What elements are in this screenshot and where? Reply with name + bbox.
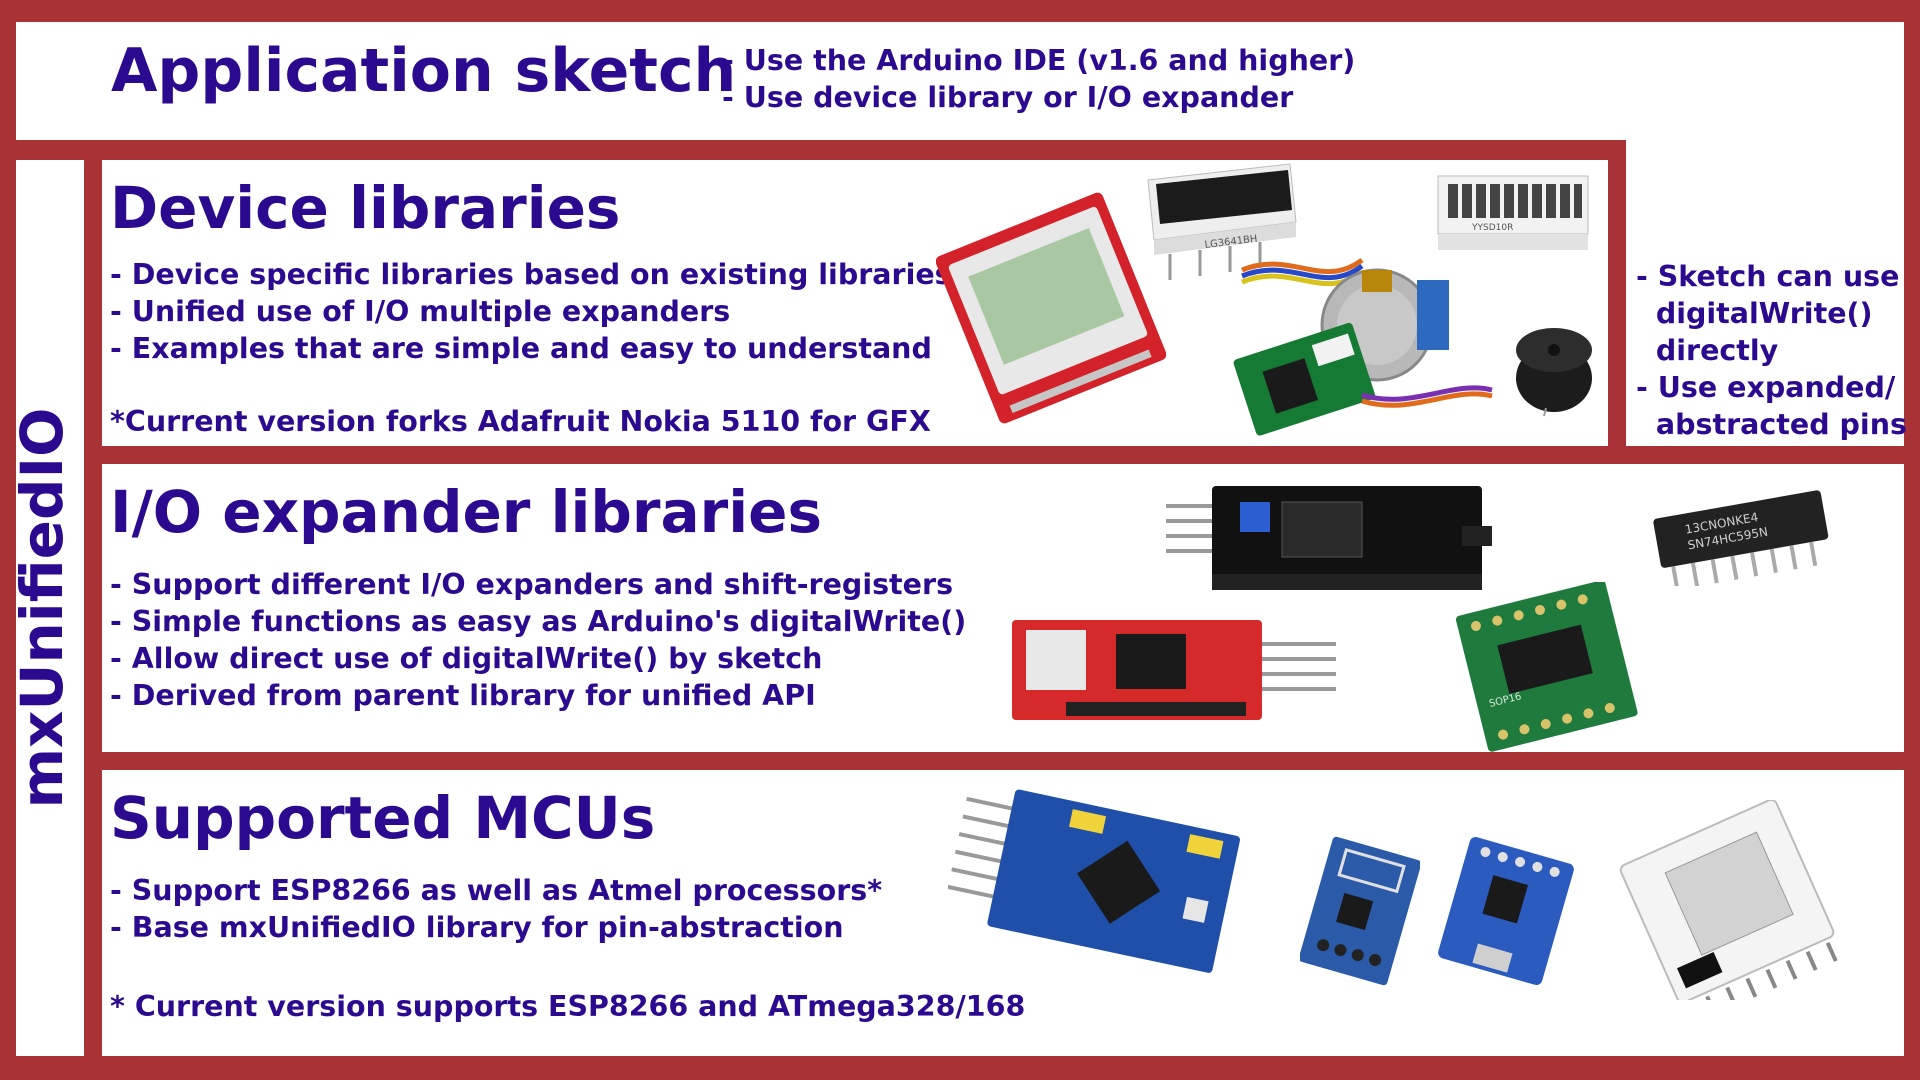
list-item: - Support different I/O expanders and sh… bbox=[110, 568, 954, 601]
list-item: directly bbox=[1636, 334, 1779, 367]
application-sketch-panel: Application sketch - Use the Arduino IDE… bbox=[16, 22, 1904, 140]
list-item: - Device specific libraries based on exi… bbox=[110, 258, 967, 291]
device-libraries-points: - Device specific libraries based on exi… bbox=[110, 256, 967, 367]
list-item: - Unified use of I/O multiple expanders bbox=[110, 295, 731, 328]
list-item: - Use device library or I/O expander bbox=[722, 81, 1294, 114]
bar-graph-part-label: YYSD10R bbox=[1471, 223, 1513, 233]
green-sop-board-image: SOP16 bbox=[1455, 582, 1638, 752]
supported-mcus-points: - Support ESP8266 as well as Atmel proce… bbox=[110, 872, 882, 946]
list-item: digitalWrite() bbox=[1636, 297, 1873, 330]
application-sketch-title: Application sketch bbox=[111, 36, 737, 106]
device-libraries-panel: Device libraries - Device specific libra… bbox=[102, 160, 1608, 446]
list-item: - Use the Arduino IDE (v1.6 and higher) bbox=[722, 44, 1356, 77]
side-note-panel: - Sketch can use digitalWrite() directly… bbox=[1626, 140, 1907, 446]
mxunifiedio-column bbox=[16, 160, 84, 1056]
list-item: - Examples that are simple and easy to u… bbox=[110, 332, 932, 365]
io-expander-title: I/O expander libraries bbox=[110, 478, 822, 546]
list-item: - Sketch can use bbox=[1636, 260, 1900, 293]
seven-segment-display-image: LG3641BH bbox=[1147, 163, 1297, 280]
list-item: - Use expanded/ bbox=[1636, 371, 1896, 404]
side-note-lines: - Sketch can use digitalWrite() directly… bbox=[1636, 258, 1907, 443]
list-item: - Simple functions as easy as Arduino's … bbox=[110, 605, 967, 638]
device-libraries-note: *Current version forks Adafruit Nokia 51… bbox=[110, 405, 931, 438]
device-libraries-title: Device libraries bbox=[110, 174, 621, 242]
io-expander-points: - Support different I/O expanders and sh… bbox=[110, 566, 966, 714]
io-expander-panel: I/O expander libraries - Support differe… bbox=[102, 464, 1904, 752]
stepper-motor-image bbox=[1233, 257, 1493, 436]
nokia-lcd-image bbox=[936, 192, 1166, 424]
list-item: abstracted pins bbox=[1636, 408, 1907, 441]
list-item: - Support ESP8266 as well as Atmel proce… bbox=[110, 874, 883, 907]
shift-register-ic-image: 13CNONKE4 SN74HC595N bbox=[1653, 490, 1829, 586]
supported-mcus-title: Supported MCUs bbox=[110, 784, 656, 852]
buzzer-image bbox=[1516, 328, 1592, 417]
digispark-board-image bbox=[1438, 836, 1574, 986]
list-item: - Base mxUnifiedIO library for pin-abstr… bbox=[110, 911, 844, 944]
esp01-board-image bbox=[1300, 836, 1420, 986]
i2c-backpack-image bbox=[1166, 486, 1492, 590]
list-item: - Allow direct use of digitalWrite() by … bbox=[110, 642, 823, 675]
bar-graph-image: YYSD10R bbox=[1437, 175, 1589, 250]
red-expander-board-image bbox=[1012, 620, 1336, 720]
pro-mini-board-image bbox=[948, 789, 1241, 973]
supported-mcus-note: * Current version supports ESP8266 and A… bbox=[110, 990, 1026, 1023]
list-item: - Derived from parent library for unifie… bbox=[110, 679, 816, 712]
application-sketch-points: - Use the Arduino IDE (v1.6 and higher) … bbox=[722, 42, 1355, 116]
mxunifiedio-label: mxUnifiedIO bbox=[8, 407, 76, 809]
supported-mcus-panel: Supported MCUs - Support ESP8266 as well… bbox=[102, 770, 1904, 1056]
esp12-board-image bbox=[1619, 800, 1838, 1000]
